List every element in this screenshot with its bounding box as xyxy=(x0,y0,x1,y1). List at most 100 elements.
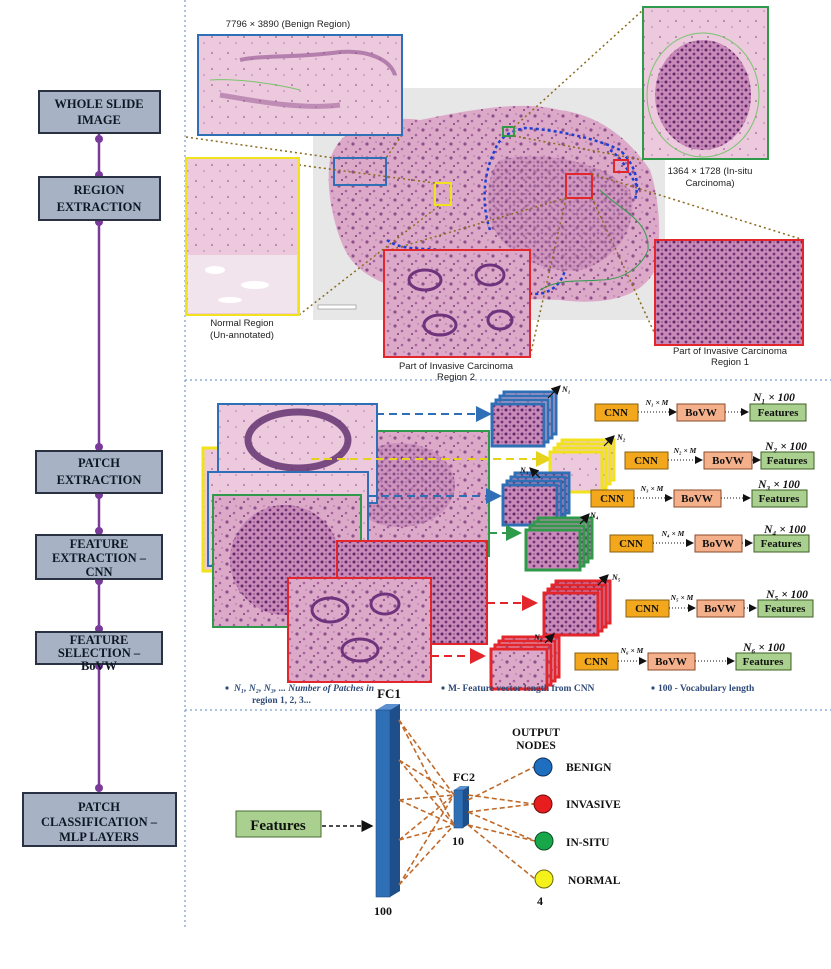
insitu-label: Carcinoma) xyxy=(685,178,734,189)
patch-row-5: N₅ CNN N₅ × M BoVW Features N₅ × 100 xyxy=(487,573,814,637)
benign-region-zoom: 7796 × 3890 (Benign Region) xyxy=(197,19,403,136)
step-label: EXTRACTION xyxy=(57,200,142,214)
legend: N₁, N₂, N₃, ... Number of Patches in reg… xyxy=(225,684,755,706)
mlp-diagram: Features FC1 100 FC2 10 xyxy=(235,686,621,918)
output-label: BENIGN xyxy=(566,762,612,774)
features-label: Features xyxy=(765,603,806,615)
fc2-label: FC2 xyxy=(453,770,475,784)
output-label: IN-SITU xyxy=(566,837,610,849)
feature-size-label: N₃ × 100 xyxy=(757,479,800,491)
feature-size-label: N₁ × 100 xyxy=(752,392,795,404)
bovw-label: BoVW xyxy=(685,407,717,419)
features-label: Features xyxy=(761,538,802,550)
output-label: NORMAL xyxy=(568,875,621,887)
features-label: Features xyxy=(743,656,784,668)
output-node-normal: NORMAL xyxy=(534,869,621,889)
region-stack xyxy=(201,403,490,683)
step-label: IMAGE xyxy=(77,113,121,127)
normal-label: (Un-annotated) xyxy=(210,330,274,341)
feature-size-label: N₄ × 100 xyxy=(763,524,806,536)
bovw-label: BoVW xyxy=(712,455,744,467)
invasive-1-label: Region 1 xyxy=(711,357,749,368)
invasive-region-2-zoom: Part of Invasive Carcinoma Region 2 xyxy=(383,249,531,383)
dimension-label: N₃ × M xyxy=(640,484,664,493)
step-label: EXTRACTION – xyxy=(52,551,147,565)
benign-label: 7796 × 3890 (Benign Region) xyxy=(226,19,350,30)
pipeline-step-mlp: PATCH CLASSIFICATION – MLP LAYERS xyxy=(22,792,177,847)
step-label: MLP LAYERS xyxy=(59,830,139,844)
bovw-label: BoVW xyxy=(655,656,687,668)
feature-size-label: N₂ × 100 xyxy=(764,441,807,453)
dimension-label: N₂ × M xyxy=(673,446,697,455)
fc1-label: FC1 xyxy=(377,686,401,701)
patch-row-2: N₂ CNN N₂ × M BoVW Features N₂ × 100 xyxy=(311,433,815,494)
patch-count-label: N₅ xyxy=(611,573,621,582)
step-label: CNN xyxy=(85,565,112,579)
insitu-label: 1364 × 1728 (In-situ xyxy=(668,166,753,177)
cnn-label: CNN xyxy=(634,455,658,467)
step-label: WHOLE SLIDE xyxy=(54,97,143,111)
pipeline-step-region: REGION EXTRACTION xyxy=(38,176,161,221)
cnn-label: CNN xyxy=(584,656,608,668)
features-label: Features xyxy=(758,407,799,419)
invasive-region-1-zoom: Part of Invasive Carcinoma Region 1 xyxy=(654,239,804,368)
dimension-label: N₄ × M xyxy=(661,529,685,538)
patch-row-6: N₆ CNN N₆ × M BoVW Features N₆ × 100 xyxy=(431,633,792,691)
patch-count-label: N₃ xyxy=(519,466,529,475)
features-label: Features xyxy=(759,493,800,505)
legend-item-m: M- Feature vector length from CNN xyxy=(448,684,595,694)
features-label: Features xyxy=(767,455,808,467)
patch-row-3: N₃ CNN N₃ × M BoVW Features N₃ × 100 xyxy=(368,466,808,527)
output-node-insitu: IN-SITU xyxy=(534,831,610,851)
pipeline-step-wsi: WHOLE SLIDE IMAGE xyxy=(38,90,161,134)
bovw-label: BoVW xyxy=(702,538,734,550)
dimension-label: N₆ × M xyxy=(620,646,644,655)
dimension-label: N₁ × M xyxy=(645,398,669,407)
cnn-label: CNN xyxy=(635,603,659,615)
patch-count-label: N₆ xyxy=(533,633,543,642)
patch-row-1: N₁ CNN N₁ × M BoVW Features N₁ × 100 xyxy=(376,385,807,448)
pipeline-step-patch: PATCH EXTRACTION xyxy=(35,450,163,494)
bovw-label: BoVW xyxy=(704,603,736,615)
output-title: OUTPUT xyxy=(512,727,560,739)
step-label: FEATURE xyxy=(70,537,129,551)
step-label: SELECTION – xyxy=(58,646,141,660)
step-label: CLASSIFICATION – xyxy=(41,815,158,829)
insitu-region-zoom: 1364 × 1728 (In-situ Carcinoma) xyxy=(642,6,769,189)
output-node-benign: BENIGN xyxy=(533,757,612,777)
feature-size-label: N₅ × 100 xyxy=(765,589,808,601)
invasive-1-label: Part of Invasive Carcinoma xyxy=(673,346,788,357)
legend-item-patches-2: region 1, 2, 3... xyxy=(252,696,311,706)
pipeline-step-cnn: FEATURE EXTRACTION – CNN xyxy=(35,534,163,580)
legend-item-vocab: 100 - Vocabulary length xyxy=(658,684,755,694)
dimension-label: N₅ × M xyxy=(670,593,694,602)
feature-size-label: N₆ × 100 xyxy=(742,642,785,654)
patch-count-label: N₄ xyxy=(589,511,599,520)
cnn-label: CNN xyxy=(600,493,624,505)
invasive-2-label: Part of Invasive Carcinoma xyxy=(399,361,514,372)
zoom-connectors xyxy=(185,9,805,358)
pipeline-step-bovw: FEATURE SELECTION – BoVW xyxy=(35,631,163,673)
step-label: PATCH xyxy=(78,800,120,814)
output-title: NODES xyxy=(516,740,556,752)
normal-label: Normal Region xyxy=(210,318,273,329)
patch-rows: N₁ CNN N₁ × M BoVW Features N₁ × 100 N₂ … xyxy=(311,385,815,691)
output-size: 4 xyxy=(537,894,543,908)
normal-region-zoom: Normal Region (Un-annotated) xyxy=(185,157,300,341)
legend-item-patches: N₁, N₂, N₃, ... Number of Patches in xyxy=(233,684,374,694)
step-label: FEATURE xyxy=(70,633,129,647)
output-label: INVASIVE xyxy=(566,799,621,811)
patch-row-4: N₄ CNN N₄ × M BoVW Features N₄ × 100 xyxy=(489,511,810,572)
step-label: EXTRACTION xyxy=(57,473,142,487)
output-node-invasive: INVASIVE xyxy=(533,794,621,814)
cnn-label: CNN xyxy=(604,407,628,419)
input-features-label: Features xyxy=(250,818,306,834)
step-label: PATCH xyxy=(78,456,120,470)
cnn-label: CNN xyxy=(619,538,643,550)
patch-count-label: N₂ xyxy=(616,433,626,442)
patch-count-label: N₁ xyxy=(561,385,571,394)
step-label: BoVW xyxy=(81,659,118,673)
fc2-size: 10 xyxy=(452,834,464,848)
invasive-2-label: Region 2 xyxy=(437,372,475,383)
